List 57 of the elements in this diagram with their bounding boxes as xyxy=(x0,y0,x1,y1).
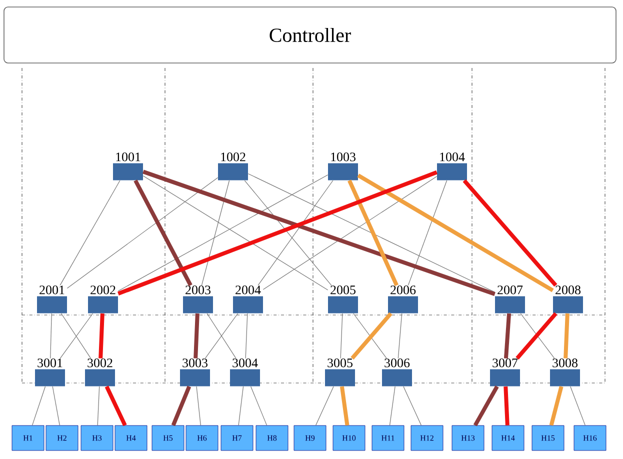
link-line xyxy=(549,386,564,426)
link-line xyxy=(403,386,422,426)
link-line xyxy=(60,180,120,286)
link-line xyxy=(462,179,558,287)
link-line xyxy=(408,180,448,286)
link-line xyxy=(473,386,499,426)
link-line xyxy=(142,170,496,296)
link-line xyxy=(248,173,496,292)
host-box: H8 xyxy=(256,425,288,451)
link-line xyxy=(244,180,332,286)
link-line xyxy=(316,386,334,426)
link-line xyxy=(97,386,100,426)
controller-box: Controller xyxy=(4,6,616,64)
link-line xyxy=(104,386,127,426)
link-line xyxy=(348,180,398,286)
link-line xyxy=(201,180,230,286)
host-box: H7 xyxy=(220,425,254,451)
host-box: H2 xyxy=(46,425,78,451)
link-line xyxy=(262,176,438,290)
link-line xyxy=(245,313,248,359)
link-line xyxy=(238,386,244,426)
link-line xyxy=(66,177,218,289)
host-box: H9 xyxy=(294,425,326,451)
host-box: H5 xyxy=(152,425,184,451)
host-box: H11 xyxy=(372,425,404,451)
host-box: H13 xyxy=(452,425,484,451)
host-box: H15 xyxy=(532,425,564,451)
link-line xyxy=(118,170,438,296)
host-box: H10 xyxy=(332,425,366,451)
link-line xyxy=(398,313,402,359)
link-line xyxy=(350,312,392,360)
link-line xyxy=(389,386,396,426)
host-box: H1 xyxy=(12,425,44,451)
link-line xyxy=(353,313,387,359)
link-line xyxy=(504,313,512,358)
link-line xyxy=(504,386,510,426)
link-line xyxy=(98,313,104,358)
host-box: H3 xyxy=(80,425,114,451)
link-line xyxy=(196,386,201,426)
link-line xyxy=(194,313,200,358)
link-line xyxy=(564,313,570,358)
host-box: H14 xyxy=(492,425,524,451)
host-box: H4 xyxy=(114,425,148,451)
link-line xyxy=(32,386,46,426)
host-box: H16 xyxy=(574,425,606,451)
link-line xyxy=(340,313,343,359)
link-line xyxy=(50,313,52,359)
link-line xyxy=(250,386,268,426)
link-line xyxy=(52,386,60,426)
link-line xyxy=(357,174,554,292)
link-line xyxy=(340,386,350,426)
link-line xyxy=(134,180,192,286)
link-line xyxy=(570,386,586,426)
host-box: H12 xyxy=(410,425,444,451)
link-line xyxy=(258,180,334,286)
link-line xyxy=(171,386,192,426)
host-box: H6 xyxy=(186,425,218,451)
